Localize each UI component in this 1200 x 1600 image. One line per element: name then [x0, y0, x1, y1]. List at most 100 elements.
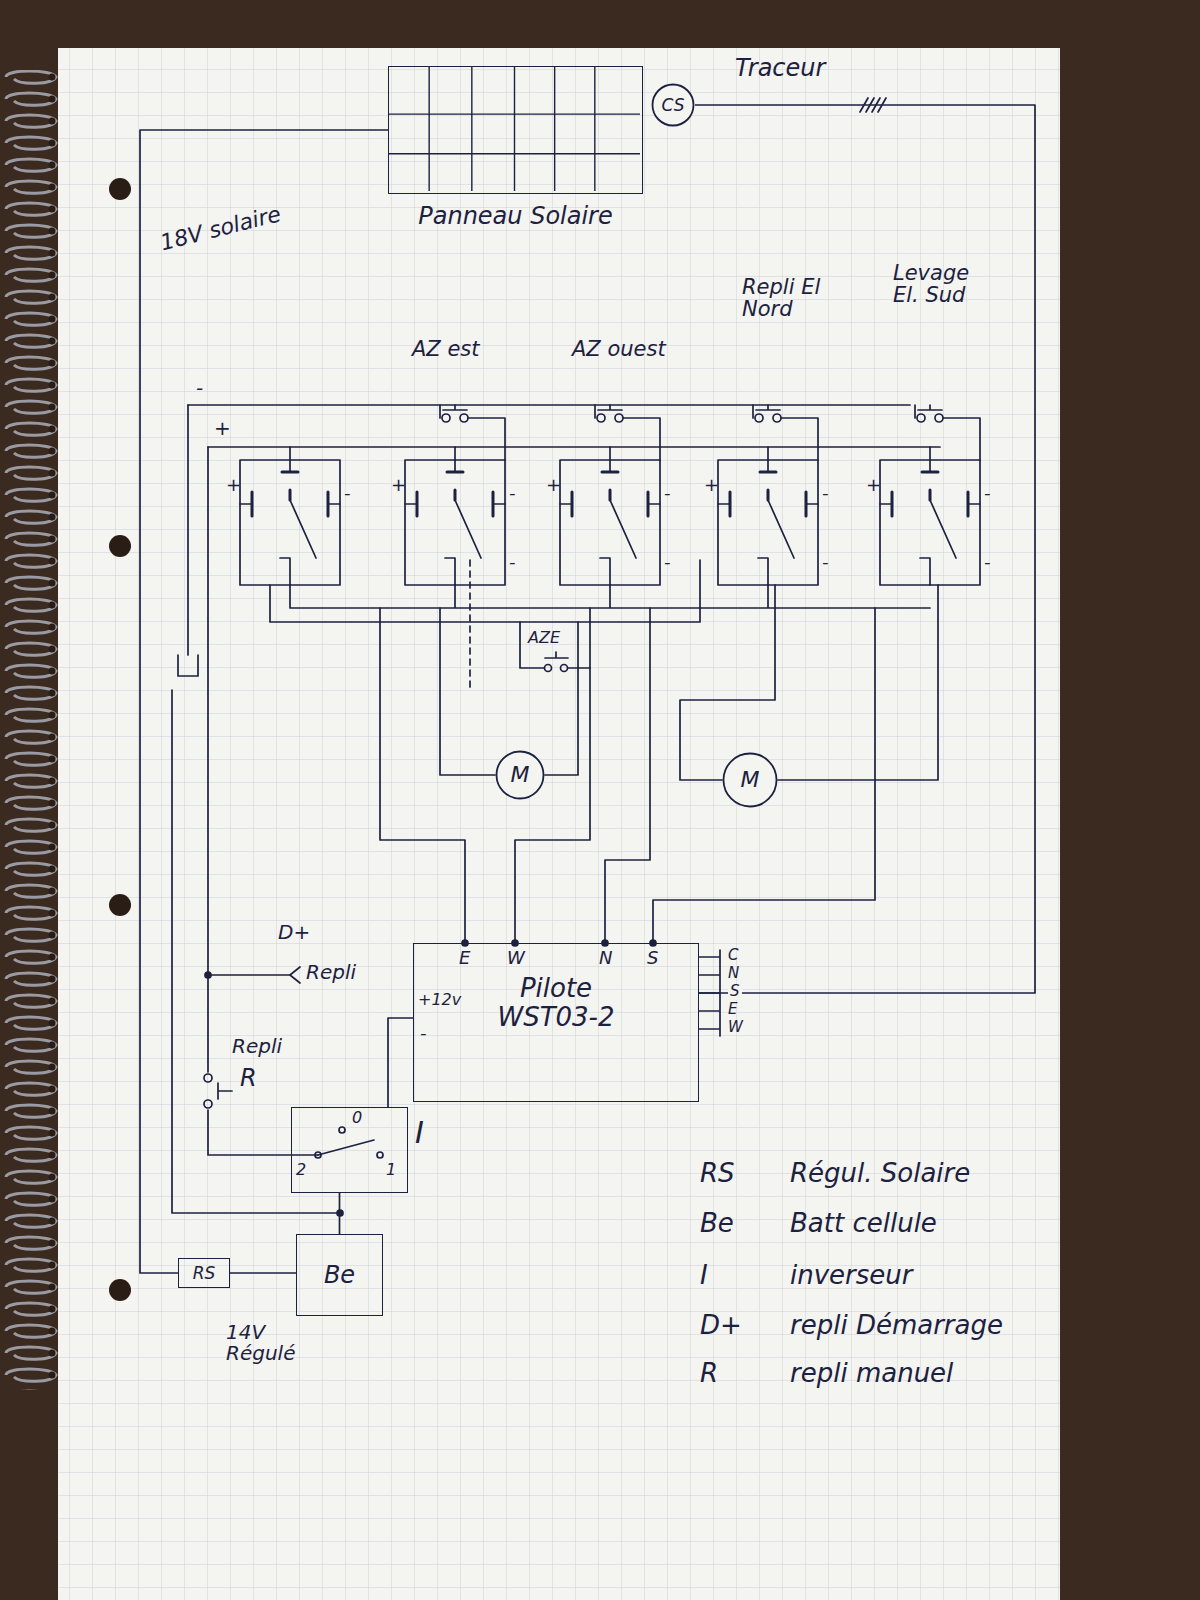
schematic-label: W [507, 949, 525, 968]
circle-outline [497, 752, 544, 799]
switch-box: I [291, 1107, 408, 1193]
schematic-label: D+ [278, 922, 310, 943]
punch-hole [109, 894, 131, 916]
schematic-label: - [984, 553, 991, 572]
schematic-label: + [546, 476, 561, 495]
node-text-wrap: Panneau Solaire [329, 203, 702, 229]
push-button-contact [204, 1100, 212, 1108]
schematic-label: AZ est [412, 338, 480, 360]
relay-symbol [405, 447, 505, 585]
schematic-label: + [704, 476, 719, 495]
schematic-label: inverseur [790, 1262, 912, 1289]
wire-connector [388, 1018, 413, 1107]
punch-hole [109, 535, 131, 557]
push-button-contact [204, 1074, 212, 1082]
wiring [172, 98, 980, 1216]
limit-switch-symbol [915, 405, 980, 460]
regulator-box: RS [178, 1258, 230, 1288]
node-text-wrap: RS [179, 1259, 229, 1287]
schematic-label: Levage El. Sud [893, 262, 1001, 306]
schematic-label: + [214, 418, 231, 439]
negative-bus [188, 404, 910, 406]
solar-panel: Panneau Solaire [388, 66, 643, 194]
wire [172, 690, 340, 1213]
schematic-label: AZ ouest [572, 338, 666, 360]
schematic-label: RS [700, 1160, 735, 1187]
schematic-label: - [344, 484, 351, 503]
schematic-label: - [196, 378, 203, 399]
schematic-label: Repli El Nord [742, 276, 842, 320]
motor-wire [680, 585, 775, 780]
schematic-label: - [420, 1024, 427, 1043]
circle-outline [724, 754, 777, 807]
schematic-label: + [226, 476, 241, 495]
input-arrow [290, 967, 300, 983]
schematic-label: - [984, 484, 991, 503]
panel-cell-line [594, 67, 595, 191]
motor-wire [778, 585, 938, 780]
schematic-label: 14V Régulé [226, 1322, 308, 1364]
schematic-label: - [822, 484, 829, 503]
paper-grid [58, 48, 1060, 1600]
dashed-wire [469, 560, 471, 690]
battery-box: Be [296, 1234, 383, 1316]
schematic-label: - [822, 553, 829, 572]
schematic-label: Repli [232, 1036, 282, 1057]
wire [270, 560, 700, 622]
panel-cells [389, 67, 640, 191]
schematic-label: + [866, 476, 881, 495]
wire [290, 585, 930, 608]
wire-connector [230, 1272, 296, 1274]
wire [520, 622, 590, 668]
schematic-label: R [700, 1360, 718, 1387]
panel-cell-line [554, 67, 555, 191]
paper-sheet [58, 48, 1060, 1600]
motor-symbol: M [495, 750, 545, 800]
schematic-label: 0 [352, 1110, 362, 1127]
switch-terminal [339, 1127, 345, 1133]
schematic-label: E [728, 1002, 737, 1018]
node-label: RS [193, 1264, 216, 1283]
node-label: CS [662, 96, 685, 115]
node-text-wrap: CS [651, 83, 695, 127]
switch-terminal [377, 1152, 383, 1158]
schematic-label: AZE [528, 630, 560, 647]
node-text-wrap: M [495, 750, 545, 800]
positive-bus [208, 446, 940, 448]
schematic-label: - [509, 553, 516, 572]
panel-cell-line [428, 67, 429, 191]
node-label: Pilote WST03-2 [466, 974, 646, 1031]
switch-lever [318, 1140, 374, 1155]
panel-cell-line [471, 67, 472, 191]
node-text-wrap: M [722, 752, 778, 808]
limit-switch-symbol [595, 405, 660, 460]
relay-symbol [718, 447, 818, 585]
schematic-label: +12v [418, 992, 461, 1009]
wire [653, 608, 875, 943]
node-label: M [511, 763, 530, 787]
wire [380, 608, 465, 943]
schematic-label: W [728, 1020, 743, 1036]
wire-connector [695, 105, 1035, 993]
switch-contact [561, 665, 568, 672]
node-label: M [741, 768, 760, 792]
punch-hole [109, 178, 131, 200]
node-text-wrap: I [415, 1116, 424, 1149]
limit-switch-symbol [440, 405, 505, 460]
node-label: Be [324, 1262, 355, 1288]
schematic-label: - [509, 484, 516, 503]
relay-symbol [880, 447, 980, 585]
node-label: I [415, 1116, 424, 1149]
node-text-wrap: Be [297, 1235, 382, 1315]
schematic-label: Repli [306, 962, 356, 983]
wire-connector [339, 1193, 341, 1234]
motor-wire [440, 608, 495, 775]
push-button-actuator [218, 1083, 232, 1099]
schematic-label: Be [700, 1210, 734, 1237]
circle-outline [653, 85, 694, 126]
schematic-label: + [391, 476, 406, 495]
motor-symbol: M [722, 752, 778, 808]
schematic-label: N [728, 966, 739, 982]
